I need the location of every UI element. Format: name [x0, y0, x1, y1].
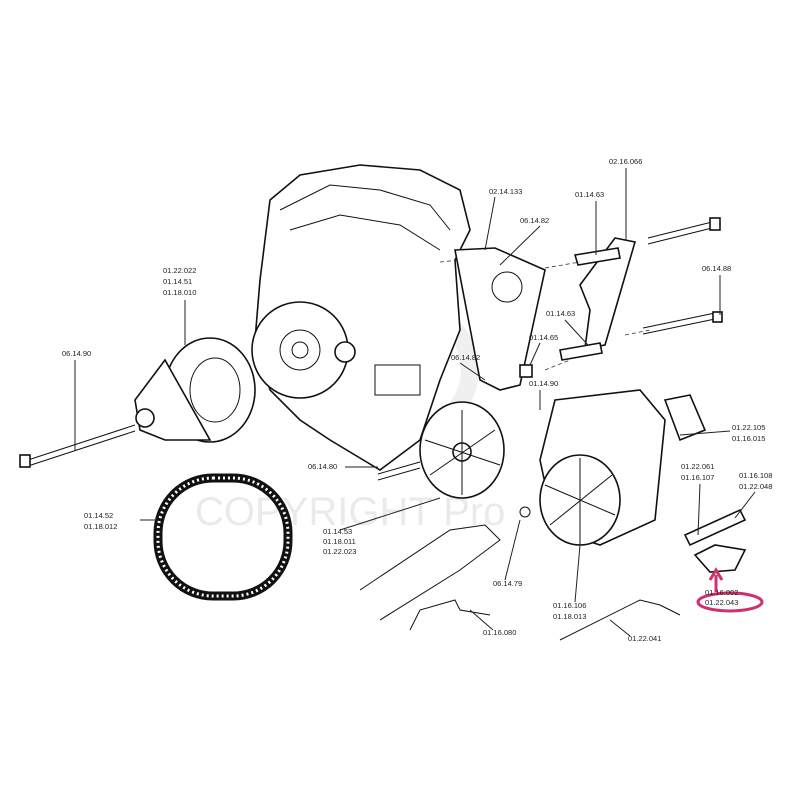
callout-01-14-90: 01.14.90 — [529, 379, 558, 388]
callout-01-18-011: 01.18.011 — [323, 537, 356, 546]
callout-01-22-105: 01.22.105 — [732, 423, 765, 432]
highlight-marker — [696, 567, 764, 613]
callout-01-14-53: 01.14.53 — [323, 527, 352, 536]
callout-01-16-108: 01.16.108 — [739, 471, 772, 480]
callout-labels: 02.14.133 06.14.82 01.14.63 02.16.066 06… — [62, 157, 772, 643]
callout-01-14-52: 01.14.52 — [84, 511, 113, 520]
callout-06-14-88: 06.14.88 — [702, 264, 731, 273]
callout-06-14-82-lower: 06.14.82 — [451, 353, 480, 362]
callout-01-14-51: 01.14.51 — [163, 277, 192, 286]
callout-01-18-010: 01.18.010 — [163, 288, 196, 297]
callout-01-22-041: 01.22.041 — [628, 634, 661, 643]
callout-01-16-080: 01.16.080 — [483, 628, 516, 637]
clutch-and-gearbox — [359, 389, 747, 641]
callout-01-22-022: 01.22.022 — [163, 266, 196, 275]
callout-02-14-133: 02.14.133 — [489, 187, 522, 196]
callout-01-22-043: 01.22.043 — [705, 598, 738, 607]
mounting-brackets — [439, 217, 723, 391]
callout-06-14-80: 06.14.80 — [308, 462, 337, 471]
callout-01-18-012: 01.18.012 — [84, 522, 117, 531]
callout-01-16-015: 01.16.015 — [732, 434, 765, 443]
callout-01-16-107: 01.16.107 — [681, 473, 714, 482]
callout-01-22-048: 01.22.048 — [739, 482, 772, 491]
callout-06-14-82: 06.14.82 — [520, 216, 549, 225]
callout-01-22-023: 01.22.023 — [323, 547, 356, 556]
callout-01-22-061: 01.22.061 — [681, 462, 714, 471]
callout-02-16-066: 02.16.066 — [609, 157, 642, 166]
callout-01-14-65: 01.14.65 — [529, 333, 558, 342]
callout-01-18-013: 01.18.013 — [553, 612, 586, 621]
callout-01-14-63: 01.14.63 — [575, 190, 604, 199]
callout-01-14-63-lower: 01.14.63 — [546, 309, 575, 318]
callout-06-14-79: 06.14.79 — [493, 579, 522, 588]
callout-01-16-002: 01.16.002 — [705, 588, 738, 597]
drive-pulley — [19, 337, 256, 468]
callout-06-14-90: 06.14.90 — [62, 349, 91, 358]
callout-01-16-106: 01.16.106 — [553, 601, 586, 610]
engine-block — [251, 164, 471, 471]
drive-belt — [153, 473, 293, 601]
leader-lines — [74, 168, 756, 637]
